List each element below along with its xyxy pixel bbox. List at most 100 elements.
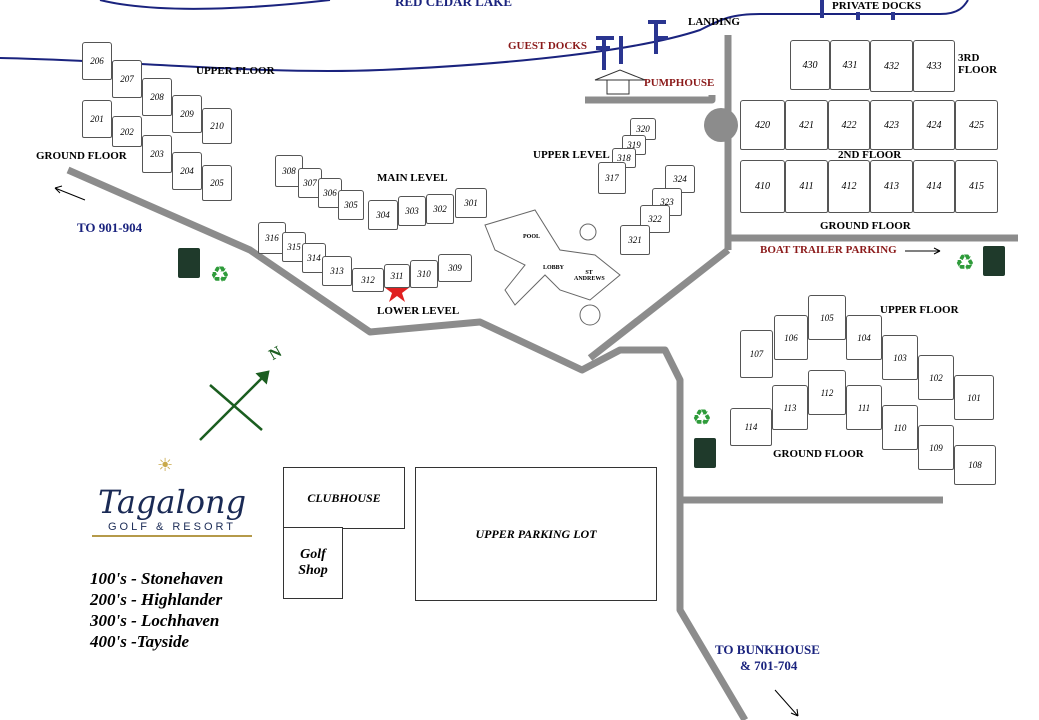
unit-b200[interactable]: 208 [142, 78, 172, 116]
upper-floor-200-label: UPPER FLOOR [196, 65, 275, 77]
unit-b400[interactable]: 430 [790, 40, 830, 90]
legend-item: 400's -Tayside [90, 632, 190, 651]
lake-label: RED CEDAR LAKE [395, 0, 513, 9]
unit-b400[interactable]: 410 [740, 160, 785, 213]
trash-bin-icon [983, 246, 1005, 276]
compass-icon [199, 370, 270, 441]
unit-b400[interactable]: 425 [955, 100, 998, 150]
upper-parking-lot[interactable]: UPPER PARKING LOT [415, 467, 657, 601]
unit-b100[interactable]: 112 [808, 370, 846, 415]
golf-shop[interactable]: Golf Shop [283, 527, 343, 599]
second-floor-label: 2ND FLOOR [838, 149, 902, 161]
unit-b300[interactable]: 301 [455, 188, 487, 218]
unit-b100[interactable]: 111 [846, 385, 882, 430]
unit-b200[interactable]: 201 [82, 100, 112, 138]
unit-b300[interactable]: 320 [630, 118, 656, 140]
unit-b100[interactable]: 113 [772, 385, 808, 430]
unit-b300[interactable]: 313 [322, 256, 352, 286]
lower-level-label: LOWER LEVEL [377, 305, 460, 317]
trash-bin-icon [694, 438, 716, 468]
unit-b400[interactable]: 415 [955, 160, 998, 213]
unit-b100[interactable]: 101 [954, 375, 994, 420]
unit-b300[interactable]: 309 [438, 254, 472, 282]
to-bunkhouse-label: TO BUNKHOUSE [715, 642, 820, 657]
unit-b400[interactable]: 423 [870, 100, 913, 150]
unit-b100[interactable]: 104 [846, 315, 882, 360]
unit-b100[interactable]: 103 [882, 335, 918, 380]
building-legend: 100's - Stonehaven 200's - Highlander 30… [90, 568, 223, 652]
unit-b200[interactable]: 210 [202, 108, 232, 144]
guest-docks-label: GUEST DOCKS [508, 40, 587, 52]
private-docks-label: PRIVATE DOCKS [830, 0, 924, 12]
unit-b300[interactable]: 321 [620, 225, 650, 255]
unit-b200[interactable]: 207 [112, 60, 142, 98]
unit-b300[interactable]: 305 [338, 190, 364, 220]
tagalong-logo: ☀ Tagalong GOLF & RESORT [92, 455, 252, 537]
unit-b400[interactable]: 411 [785, 160, 828, 213]
unit-b100[interactable]: 110 [882, 405, 918, 450]
unit-b400[interactable]: 420 [740, 100, 785, 150]
logo-name: Tagalong [97, 483, 247, 521]
pumphouse-icon [594, 69, 646, 95]
third-floor-label: 3RD FLOOR [958, 52, 998, 76]
to-bunkhouse-label-2: & 701-704 [740, 658, 798, 673]
st-andrews-label: ST ANDREWS [574, 270, 605, 282]
legend-item: 100's - Stonehaven [90, 569, 224, 588]
unit-b300[interactable]: 303 [398, 196, 426, 226]
pumphouse-label: PUMPHOUSE [644, 77, 715, 89]
unit-b400[interactable]: 412 [828, 160, 870, 213]
unit-b100[interactable]: 109 [918, 425, 954, 470]
unit-b100[interactable]: 105 [808, 295, 846, 340]
roundabout [704, 108, 738, 142]
lobby-label: LOBBY [543, 265, 565, 271]
shoreline-top [99, 0, 331, 10]
arrow-boat [905, 247, 941, 255]
roads [66, 35, 1018, 720]
unit-b400[interactable]: 421 [785, 100, 828, 150]
boat-trailer-label: BOAT TRAILER PARKING [760, 244, 897, 256]
unit-b100[interactable]: 107 [740, 330, 773, 378]
arrow-bunkhouse [774, 689, 799, 717]
unit-b200[interactable]: 202 [112, 116, 142, 147]
arrow-to-901 [54, 185, 86, 201]
recycle-icon: ♻ [210, 262, 230, 287]
recycle-icon: ♻ [955, 250, 975, 275]
ground-floor-400-label: GROUND FLOOR [820, 220, 911, 232]
unit-b300[interactable]: 312 [352, 268, 384, 292]
unit-b400[interactable]: 424 [913, 100, 955, 150]
you-are-here-star [384, 278, 410, 302]
unit-b300[interactable]: 304 [368, 200, 398, 230]
trash-bin-icon [178, 248, 200, 278]
pool-label: POOL [523, 234, 541, 240]
unit-b400[interactable]: 413 [870, 160, 913, 213]
unit-b200[interactable]: 203 [142, 135, 172, 173]
unit-b200[interactable]: 204 [172, 152, 202, 190]
unit-b400[interactable]: 414 [913, 160, 955, 213]
unit-b200[interactable]: 206 [82, 42, 112, 80]
unit-b300[interactable]: 302 [426, 194, 454, 224]
unit-b300[interactable]: 310 [410, 260, 438, 288]
upper-floor-100-label: UPPER FLOOR [880, 304, 959, 316]
ground-floor-100-label: GROUND FLOOR [773, 448, 864, 460]
unit-b100[interactable]: 108 [954, 445, 996, 485]
clubhouse[interactable]: CLUBHOUSE [283, 467, 405, 529]
unit-b100[interactable]: 114 [730, 408, 772, 446]
unit-b200[interactable]: 209 [172, 95, 202, 133]
guest-docks [596, 0, 895, 70]
unit-b300[interactable]: 317 [598, 162, 626, 194]
unit-b400[interactable]: 431 [830, 40, 870, 90]
unit-b400[interactable]: 433 [913, 40, 955, 92]
legend-item: 300's - Lochhaven [90, 611, 220, 630]
unit-b400[interactable]: 432 [870, 40, 913, 92]
unit-b400[interactable]: 422 [828, 100, 870, 150]
logo-subtitle: GOLF & RESORT [92, 521, 252, 537]
main-level-label: MAIN LEVEL [377, 172, 448, 184]
unit-b100[interactable]: 102 [918, 355, 954, 400]
legend-item: 200's - Highlander [90, 590, 223, 609]
unit-b300[interactable]: 311 [384, 264, 410, 288]
unit-b300[interactable]: 316 [258, 222, 286, 254]
unit-b100[interactable]: 106 [774, 315, 808, 360]
unit-b200[interactable]: 205 [202, 165, 232, 201]
